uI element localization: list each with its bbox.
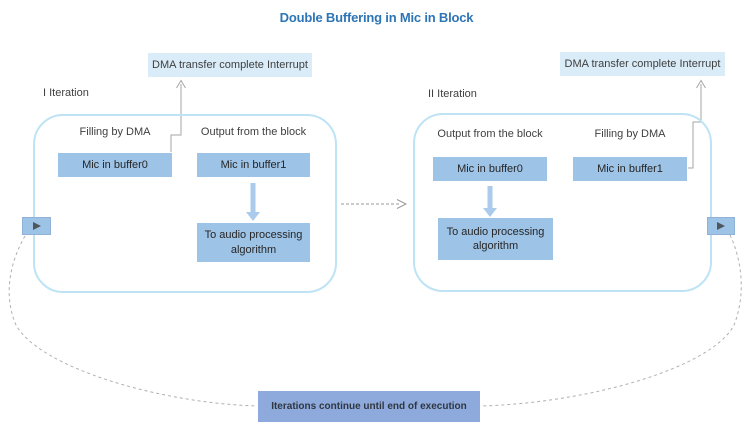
iteration-1-label: I Iteration (43, 87, 89, 99)
iteration-2-container (413, 113, 712, 292)
dma-interrupt-box-right: DMA transfer complete Interrupt (560, 52, 725, 76)
iteration-2-label: II Iteration (428, 88, 477, 100)
audio-processing-box-iter2: To audio processing algorithm (438, 218, 553, 260)
column-role-label: Filling by DMA (79, 126, 151, 138)
play-icon (717, 222, 725, 230)
column-role-label: Output from the block (437, 128, 543, 140)
iterations-continue-box: Iterations continue until end of executi… (258, 391, 480, 422)
entry-marker-left (22, 217, 51, 235)
column-role-label: Filling by DMA (594, 128, 666, 140)
entry-marker-right (707, 217, 735, 235)
mic-buffer1-box-iter2: Mic in buffer1 (573, 157, 687, 181)
mic-buffer0-box-iter1: Mic in buffer0 (58, 153, 172, 177)
mic-buffer0-box-iter2: Mic in buffer0 (433, 157, 547, 181)
audio-processing-box-iter1: To audio processing algorithm (197, 223, 310, 262)
mic-buffer1-box-iter1: Mic in buffer1 (197, 153, 310, 177)
page-title: Double Buffering in Mic in Block (279, 10, 474, 25)
play-icon (32, 222, 41, 230)
iteration-1-container (33, 114, 337, 293)
dma-interrupt-box-left: DMA transfer complete Interrupt (148, 53, 312, 77)
column-role-label: Output from the block (200, 126, 307, 138)
iteration-transition-arrow (341, 199, 408, 209)
